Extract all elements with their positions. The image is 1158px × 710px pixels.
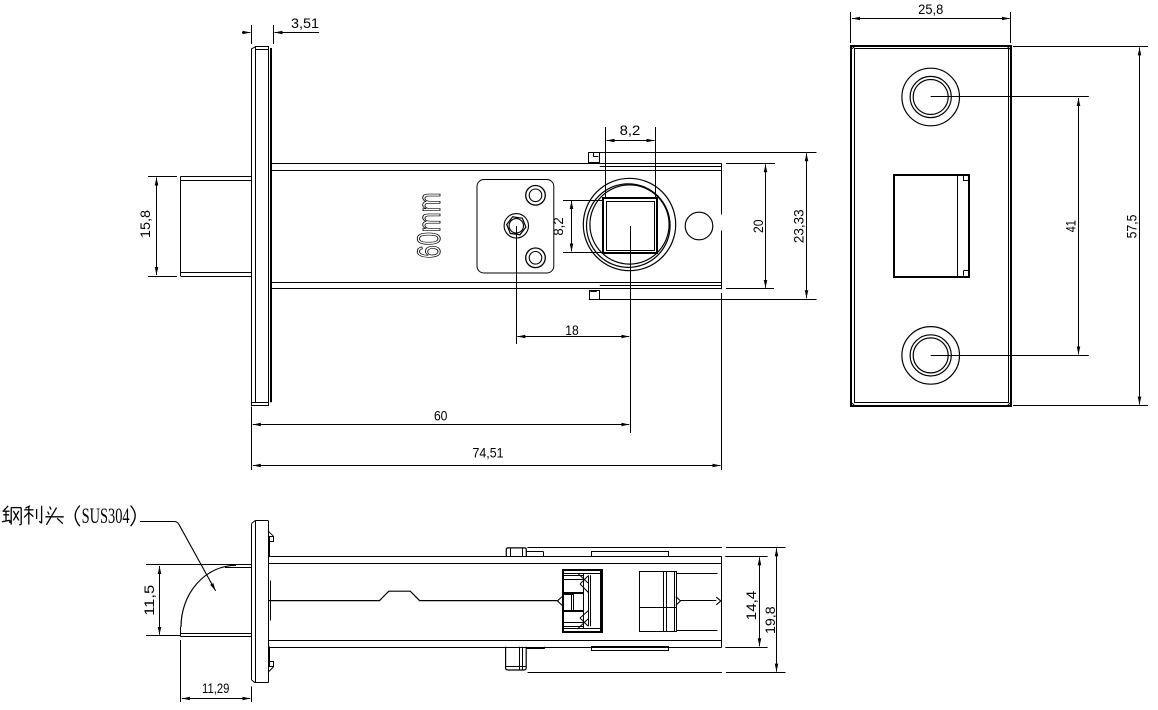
svg-text:11,29: 11,29: [202, 680, 229, 696]
svg-text:41: 41: [1063, 220, 1079, 232]
svg-text:57,5: 57,5: [1123, 214, 1139, 238]
svg-text:3,51: 3,51: [291, 15, 319, 31]
svg-text:25,8: 25,8: [918, 1, 943, 17]
svg-text:11,5: 11,5: [141, 585, 157, 616]
svg-text:20: 20: [750, 219, 766, 233]
svg-text:60mm: 60mm: [411, 193, 447, 259]
svg-text:74,51: 74,51: [473, 445, 504, 461]
svg-text:8,2: 8,2: [620, 122, 641, 138]
svg-text:8,2: 8,2: [550, 217, 566, 235]
svg-text:19,8: 19,8: [762, 606, 778, 634]
svg-text:SUS304: SUS304: [82, 503, 130, 528]
svg-text:23,33: 23,33: [791, 209, 807, 243]
svg-text:15,8: 15,8: [137, 210, 153, 238]
svg-text:60: 60: [434, 408, 448, 424]
svg-text:14,4: 14,4: [743, 591, 759, 621]
svg-text:18: 18: [565, 322, 579, 338]
